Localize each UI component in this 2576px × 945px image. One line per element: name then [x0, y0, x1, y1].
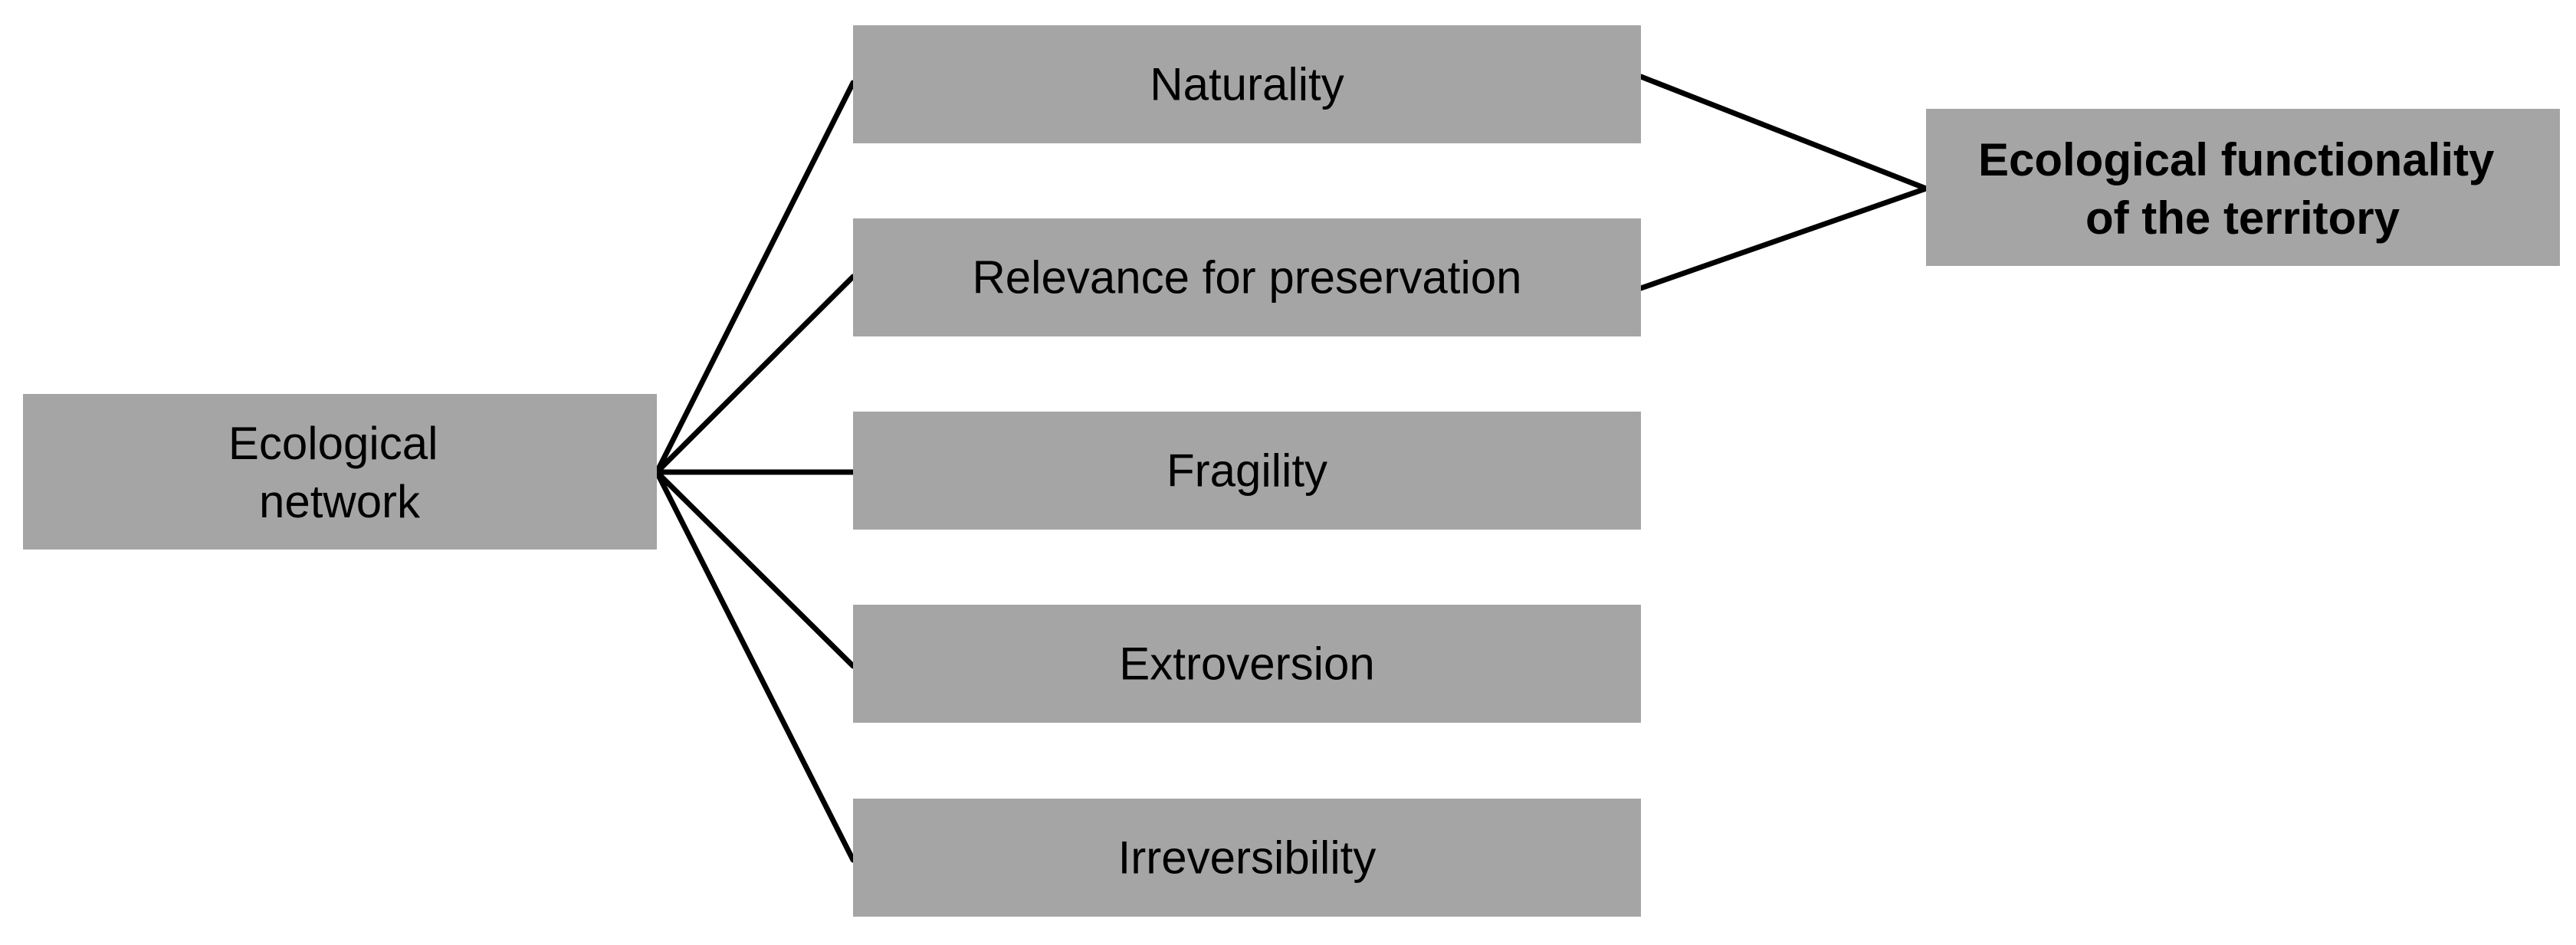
source-node: Ecological network — [23, 394, 657, 550]
source-node-line1: Ecological — [228, 418, 438, 469]
connector-source-relevance — [654, 274, 856, 475]
criterion-label: Fragility — [1167, 445, 1327, 497]
target-node-box — [1926, 109, 2560, 266]
target-node-label: Ecological functionality of the territor… — [1978, 134, 2507, 244]
source-node-label: Ecological network — [228, 418, 451, 527]
criterion-relevance: Relevance for preservation — [853, 218, 1641, 336]
target-node: Ecological functionality of the territor… — [1926, 109, 2560, 266]
criterion-box — [853, 218, 1641, 336]
criterion-box — [853, 799, 1641, 917]
target-node-line2: of the territory — [2085, 192, 2400, 244]
source-node-line2: network — [259, 476, 421, 527]
connector-source-irreversibility — [654, 469, 856, 863]
criterion-label: Irreversibility — [1118, 832, 1377, 884]
target-connectors — [1638, 74, 1929, 291]
criterion-label: Extroversion — [1119, 638, 1374, 690]
target-node-line1: Ecological functionality — [1978, 134, 2495, 185]
source-connectors — [654, 80, 856, 863]
criterion-naturality: Naturality — [853, 25, 1641, 143]
criterion-box — [853, 412, 1641, 530]
criterion-box — [853, 25, 1641, 143]
source-node-box — [23, 394, 657, 550]
criterion-irreversibility: Irreversibility — [853, 799, 1641, 917]
criterion-label: Relevance for preservation — [972, 252, 1521, 304]
connector-relevance-target — [1638, 185, 1929, 291]
criterion-box — [853, 605, 1641, 723]
connector-naturality-target — [1638, 74, 1929, 192]
criterion-extroversion: Extroversion — [853, 605, 1641, 723]
criterion-fragility: Fragility — [853, 412, 1641, 530]
connector-source-extroversion — [654, 469, 856, 669]
criterion-label: Naturality — [1150, 59, 1344, 110]
criteria-nodes: Naturality Relevance for preservation Fr… — [853, 25, 1641, 917]
connector-source-naturality — [654, 80, 856, 475]
